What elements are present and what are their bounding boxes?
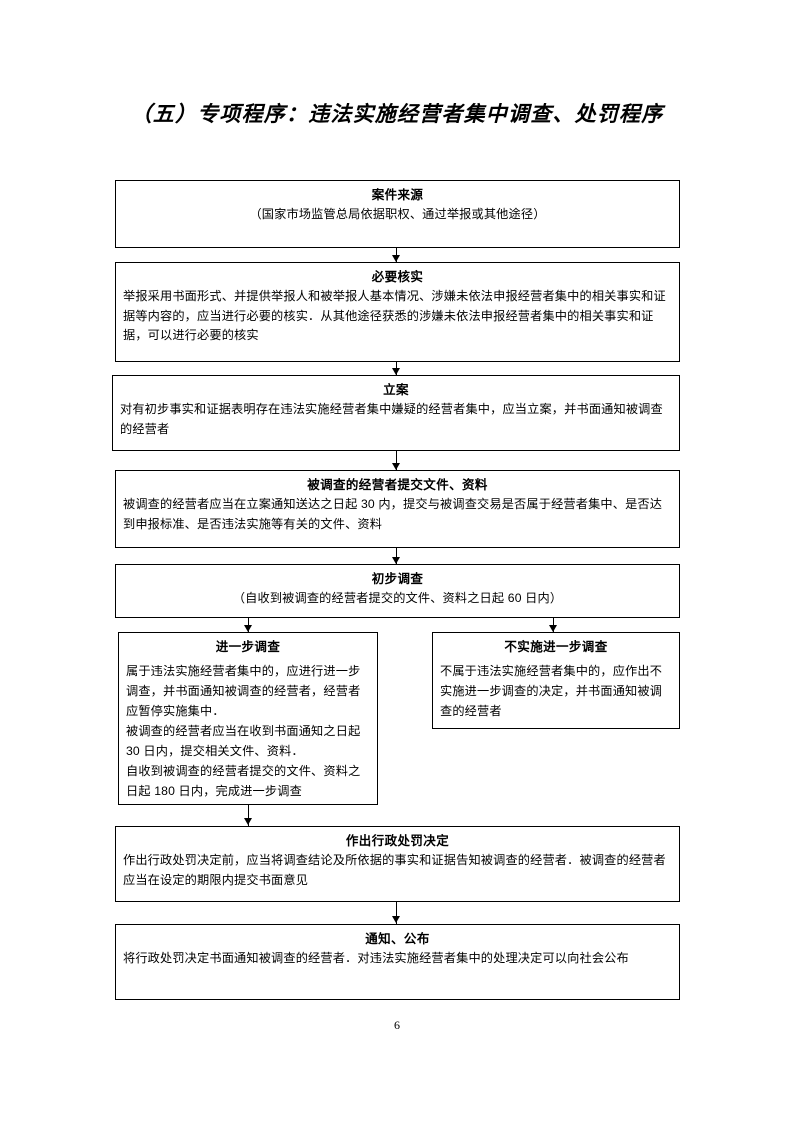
- flow-node-verify-body: 举报采用书面形式、并提供举报人和被举报人基本情况、涉嫌未依法申报经营者集中的相关…: [123, 287, 672, 346]
- flow-node-penalty-decision-line-1: 作出行政处罚决定前，应当将调查结论及所依据的事实和证据告知被调查的经营者．被调查…: [123, 853, 666, 887]
- flow-node-no-further-body: 不属于违法实施经营者集中的，应作出不实施进一步调查的决定，并书面通知被调查的经营…: [440, 661, 672, 721]
- flow-node-penalty-decision: 作出行政处罚决定 作出行政处罚决定前，应当将调查结论及所依据的事实和证据告知被调…: [115, 826, 680, 902]
- flow-node-penalty-decision-title: 作出行政处罚决定: [345, 834, 450, 848]
- flow-node-filing-title: 立案: [383, 383, 409, 397]
- flow-node-no-further-line-1: 不属于违法实施经营者集中的，应作出不实施进一步调查的决定，并书面通知被调查的经营…: [440, 664, 663, 718]
- flow-node-no-further-title: 不实施进一步调查: [504, 640, 608, 654]
- flow-edge-submit-preliminary: [396, 548, 398, 565]
- flow-node-notify-publish-line-1: 将行政处罚决定书面通知被调查的经营者．对违法实施经营者集中的处理决定可以向社会公…: [123, 951, 629, 965]
- flow-node-no-further: 不实施进一步调查 不属于违法实施经营者集中的，应作出不实施进一步调查的决定，并书…: [432, 632, 680, 729]
- flow-node-further: 进一步调查 属于违法实施经营者集中的，应进行进一步调查，并书面通知被调查的经营者…: [118, 632, 378, 805]
- flow-edge-preliminary-no-further-arrow: [549, 625, 557, 632]
- flow-node-preliminary-line-1: （自收到被调查的经营者提交的文件、资料之日起 60 日内）: [232, 591, 563, 605]
- flow-node-source-body: （国家市场监管总局依据职权、通过举报或其他途径）: [123, 205, 672, 225]
- flow-node-submit-docs: 被调查的经营者提交文件、资料 被调查的经营者应当在立案通知送达之日起 30 内，…: [115, 470, 680, 548]
- flow-node-filing-body: 对有初步事实和证据表明存在违法实施经营者集中嫌疑的经营者集中，应当立案，并书面通…: [120, 400, 672, 439]
- flow-node-preliminary-body: （自收到被调查的经营者提交的文件、资料之日起 60 日内）: [123, 589, 672, 609]
- flow-node-submit-docs-line-1: 被调查的经营者应当在立案通知送达之日起 30 内，提交与被调查交易是否属于经营者…: [123, 497, 663, 531]
- flow-edge-submit-preliminary-arrow: [392, 557, 400, 564]
- flow-node-submit-docs-title: 被调查的经营者提交文件、资料: [307, 478, 488, 492]
- flow-node-penalty-decision-body: 作出行政处罚决定前，应当将调查结论及所依据的事实和证据告知被调查的经营者．被调查…: [123, 851, 672, 890]
- flow-edge-filing-submit-arrow: [392, 463, 400, 470]
- flow-edge-preliminary-further-arrow: [244, 625, 252, 632]
- page-title: （五）专项程序：违法实施经营者集中调查、处罚程序: [130, 102, 664, 126]
- flow-edge-further-penalty-arrow: [244, 818, 252, 825]
- flow-node-filing: 立案 对有初步事实和证据表明存在违法实施经营者集中嫌疑的经营者集中，应当立案，并…: [112, 375, 680, 451]
- flow-node-verify-line-1: 举报采用书面形式、并提供举报人和被举报人基本情况、涉嫌未依法申报经营者集中的相关…: [123, 289, 666, 342]
- flow-node-further-line-2: 被调查的经营者应当在收到书面通知之日起 30 日内，提交相关文件、资料．: [126, 724, 361, 758]
- flow-edge-further-penalty: [248, 805, 250, 827]
- flow-node-source-title: 案件来源: [371, 188, 424, 202]
- flow-node-source-line-1: （国家市场监管总局依据职权、通过举报或其他途径）: [249, 207, 546, 221]
- flow-node-notify-publish-title: 通知、公布: [365, 932, 430, 946]
- flow-edge-penalty-notify: [396, 902, 398, 925]
- flow-node-filing-line-1: 对有初步事实和证据表明存在违法实施经营者集中嫌疑的经营者集中，应当立案，并书面通…: [120, 402, 663, 436]
- flow-node-verify-title: 必要核实: [371, 270, 424, 284]
- flow-node-source: 案件来源 （国家市场监管总局依据职权、通过举报或其他途径）: [115, 180, 680, 248]
- flow-node-further-title: 进一步调查: [215, 640, 281, 654]
- flow-edge-penalty-notify-arrow: [392, 916, 400, 923]
- flow-node-notify-publish-body: 将行政处罚决定书面通知被调查的经营者．对违法实施经营者集中的处理决定可以向社会公…: [123, 949, 672, 969]
- flow-node-further-line-1: 属于违法实施经营者集中的，应进行进一步调查，并书面通知被调查的经营者，经营者应暂…: [126, 664, 361, 718]
- flow-edge-filing-submit: [396, 451, 398, 471]
- flow-node-submit-docs-body: 被调查的经营者应当在立案通知送达之日起 30 内，提交与被调查交易是否属于经营者…: [123, 495, 672, 534]
- flow-edge-verify-filing-arrow: [392, 368, 400, 375]
- flow-node-preliminary-title: 初步调查: [371, 572, 424, 586]
- flow-edge-source-verify-arrow: [392, 255, 400, 262]
- flow-node-verify: 必要核实 举报采用书面形式、并提供举报人和被举报人基本情况、涉嫌未依法申报经营者…: [115, 262, 680, 362]
- flow-node-further-line-3: 自收到被调查的经营者提交的文件、资料之日起 180 日内，完成进一步调查: [126, 764, 361, 798]
- flow-node-notify-publish: 通知、公布 将行政处罚决定书面通知被调查的经营者．对违法实施经营者集中的处理决定…: [115, 924, 680, 1000]
- page-number: 6: [394, 1018, 400, 1032]
- flow-node-further-body: 属于违法实施经营者集中的，应进行进一步调查，并书面通知被调查的经营者，经营者应暂…: [126, 661, 370, 801]
- flow-node-preliminary: 初步调查 （自收到被调查的经营者提交的文件、资料之日起 60 日内）: [115, 564, 680, 618]
